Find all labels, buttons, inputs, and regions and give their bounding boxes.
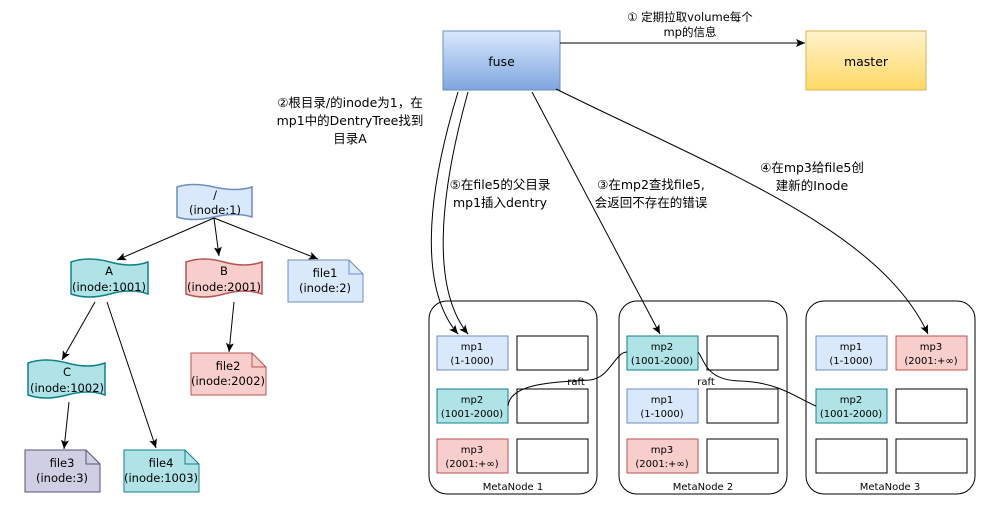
metanode-3-box	[805, 300, 976, 495]
node-file2-name: file2	[216, 359, 241, 373]
mn1-slot-2	[516, 388, 589, 424]
node-file4-inode: (inode:1003)	[124, 471, 198, 485]
raft-label-2: raft	[697, 377, 715, 388]
edge-A-C	[61, 301, 96, 361]
node-file4-name: file4	[149, 456, 174, 470]
annotation-5-line1: ⑤在file5的父目录	[450, 177, 551, 192]
mn3-mp2-name: mp2	[840, 395, 862, 406]
node-file2	[190, 352, 267, 396]
edge-B-file2	[225, 301, 235, 353]
raft-link-mn2-mn3	[697, 351, 817, 407]
mn1-mp2-range: (1001-2000)	[441, 409, 503, 420]
mn1-mp1-name: mp1	[461, 342, 483, 353]
node-dir-A	[70, 258, 149, 298]
annotation-2-line2: mp1中的DentryTree找到	[277, 113, 424, 128]
annotation-4-line1: ④在mp3给file5创	[760, 160, 864, 175]
fuse-box	[442, 30, 561, 91]
node-dir-B-inode: (inode:2001)	[187, 280, 261, 294]
mn1-partition-mp1	[436, 335, 509, 371]
mn2-partition-mp3	[626, 438, 699, 474]
node-dir-A-inode: (inode:1001)	[72, 280, 146, 294]
mn2-partition-mp1	[626, 388, 699, 424]
raft-link-mn1-mn2	[507, 351, 628, 407]
mn1-slot-1	[516, 335, 589, 371]
mn1-partition-mp3	[436, 438, 509, 474]
annotation-2-line1: ②根目录/的inode为1，在	[277, 95, 423, 110]
node-file3-name: file3	[50, 456, 75, 470]
node-file1-name: file1	[313, 266, 338, 280]
annotation-1-line1: ① 定期拉取volume每个	[627, 10, 753, 24]
arrow-2-lookup-mp1	[430, 91, 459, 335]
mn3-mp3-name: mp3	[920, 342, 942, 353]
mn3-partition-mp1	[815, 335, 888, 371]
mn2-slot-1	[706, 335, 779, 371]
node-file3-inode: (inode:3)	[36, 471, 88, 485]
edge-root-B	[213, 217, 222, 257]
metanode-1-box	[428, 300, 598, 495]
node-root	[176, 183, 253, 221]
node-dir-C-name: C	[63, 365, 71, 379]
mn3-mp2-range: (1001-2000)	[820, 409, 882, 420]
mn2-mp1-range: (1-1000)	[640, 409, 683, 420]
edge-A-file4	[106, 301, 157, 449]
edge-root-file1	[213, 217, 319, 260]
master-box	[805, 30, 927, 91]
mn2-mp1-name: mp1	[651, 395, 673, 406]
node-dir-A-name: A	[105, 264, 113, 278]
node-dir-C	[27, 359, 106, 399]
annotation-2-line3: 目录A	[333, 131, 367, 146]
mn2-partition-mp2	[626, 335, 699, 371]
edge-root-A	[116, 217, 215, 261]
mn2-slot-3	[706, 438, 779, 474]
metanode-1-name: MetaNode 1	[483, 482, 543, 493]
mn1-mp2-name: mp2	[461, 395, 483, 406]
mn3-slot-3a	[815, 438, 888, 474]
mn2-slot-2	[706, 388, 779, 424]
mn1-mp3-name: mp3	[461, 445, 483, 456]
node-dir-B-name: B	[220, 264, 228, 278]
arrow-5-insert-dentry	[442, 91, 469, 335]
mn1-slot-3	[516, 438, 589, 474]
mn3-partition-mp3	[895, 335, 968, 371]
fuse-label: fuse	[488, 54, 515, 69]
node-dir-C-inode: (inode:1002)	[30, 381, 104, 395]
annotation-1-line2: mp的信息	[663, 25, 716, 39]
mn1-partition-mp2	[436, 388, 509, 424]
metanode-3-name: MetaNode 3	[860, 482, 920, 493]
mn2-mp3-range: (2001:+∞)	[635, 459, 688, 470]
arrow-3-lookup-mp2	[531, 91, 661, 335]
mn2-mp3-name: mp3	[651, 445, 673, 456]
mn3-partition-mp2	[815, 388, 888, 424]
node-file4	[123, 449, 200, 493]
node-root-name: /	[213, 188, 217, 202]
raft-label-1: raft	[567, 377, 585, 388]
mn1-mp1-range: (1-1000)	[450, 356, 493, 367]
annotation-3-line1: ③在mp2查找file5,	[597, 177, 705, 192]
node-root-inode: (inode:1)	[189, 203, 241, 217]
arrow-4-create-inode	[555, 88, 929, 335]
node-file2-inode: (inode:2002)	[191, 374, 265, 388]
annotation-5-line2: mp1插入dentry	[453, 195, 548, 210]
mn3-slot-3b	[895, 438, 968, 474]
mn3-slot-2	[895, 388, 968, 424]
node-dir-B	[185, 258, 263, 298]
mn3-mp1-name: mp1	[840, 342, 862, 353]
master-label: master	[844, 54, 889, 69]
node-file1	[287, 259, 364, 303]
edge-C-file3	[60, 401, 70, 450]
mn1-mp3-range: (2001:+∞)	[445, 459, 498, 470]
annotation-4-line2: 建新的Inode	[776, 178, 849, 193]
metanode-2-name: MetaNode 2	[673, 482, 733, 493]
metanode-2-box	[618, 300, 788, 495]
node-file1-inode: (inode:2)	[299, 281, 351, 295]
node-file3	[24, 449, 101, 493]
mn2-mp2-name: mp2	[651, 342, 673, 353]
mn2-mp2-range: (1001-2000)	[631, 356, 693, 367]
mn3-mp3-range: (2001:+∞)	[904, 356, 957, 367]
annotation-3-line2: 会返回不存在的错误	[595, 195, 708, 210]
mn3-mp1-range: (1-1000)	[829, 356, 872, 367]
